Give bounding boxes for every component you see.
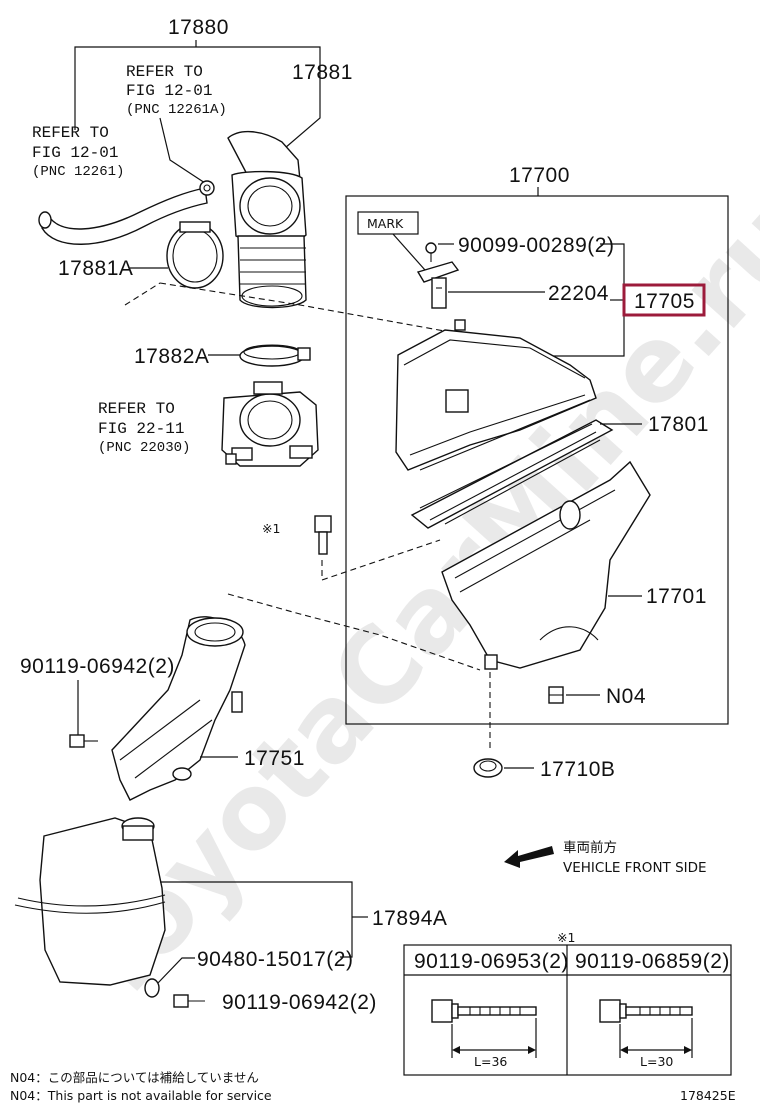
grommet-n04 — [548, 686, 564, 704]
mass-air-flow-sensor-22204 — [416, 261, 460, 309]
ref-fig-12-01-b-line2[interactable]: FIG 12-01 — [32, 144, 118, 162]
footnote-en: N04：This part is not available for servi… — [10, 1088, 272, 1103]
table-col2-header[interactable]: 90119-06859(2) — [575, 950, 730, 973]
resonator-17894a — [14, 817, 166, 986]
figure-number: 178425E — [680, 1088, 736, 1103]
clamp-17881a — [166, 221, 224, 289]
ref-fig-12-01-a-line1: REFER TO — [126, 63, 203, 81]
air-cleaner-cap-17705 — [395, 319, 597, 471]
throttle-body — [221, 381, 319, 467]
label-17705[interactable]: 17705 — [634, 290, 695, 313]
label-90119-06942-b[interactable]: 90119-06942(2) — [222, 991, 377, 1014]
bolt-table — [403, 944, 732, 1076]
label-table-note-ref: ※1 — [557, 930, 575, 945]
intake-duct-17751 — [111, 616, 246, 801]
mark-box — [357, 211, 419, 235]
grommet-17710b — [473, 758, 503, 778]
bolt-note1 — [314, 515, 332, 555]
label-17710b[interactable]: 17710B — [540, 758, 615, 781]
bolt-90119-06859-drawing — [599, 999, 693, 1058]
label-17894a[interactable]: 17894A — [372, 907, 447, 930]
air-cleaner-case-17701 — [441, 460, 651, 670]
label-17701[interactable]: 17701 — [646, 585, 707, 608]
assembly-box-17700 — [345, 195, 729, 725]
bolt-90119-06942-a — [69, 734, 98, 748]
footnote-jp: N04：この部品については補給していません — [10, 1070, 259, 1085]
label-17881[interactable]: 17881 — [292, 61, 353, 84]
filter-element-17801 — [410, 419, 614, 529]
table-col1-length: L=36 — [474, 1054, 507, 1069]
ref-fig-12-01-b-line1: REFER TO — [32, 124, 109, 142]
label-mark: MARK — [367, 216, 404, 231]
ref-fig-22-11-line2[interactable]: FIG 22-11 — [98, 420, 184, 438]
breather-hose — [38, 180, 215, 245]
clamp-17882a — [239, 344, 311, 367]
direction-jp: 車両前方 — [563, 839, 617, 856]
label-17882a[interactable]: 17882A — [134, 345, 209, 368]
label-17881a[interactable]: 17881A — [58, 257, 133, 280]
ref-fig-12-01-b-line3: (PNC 12261) — [32, 164, 124, 180]
table-col2-length: L=30 — [640, 1054, 673, 1069]
bolt-90119-06953-drawing — [431, 999, 537, 1058]
ref-fig-12-01-a-line3: (PNC 12261A) — [126, 102, 227, 118]
label-note-ref-bolt: ※1 — [262, 521, 280, 536]
label-22204[interactable]: 22204 — [548, 282, 609, 305]
label-17801[interactable]: 17801 — [648, 413, 709, 436]
label-17880[interactable]: 17880 — [168, 16, 229, 39]
screw-90099 — [425, 242, 437, 262]
label-n04[interactable]: N04 — [606, 685, 646, 708]
ref-fig-12-01-a-line2[interactable]: FIG 12-01 — [126, 82, 212, 100]
direction-en: VEHICLE FRONT SIDE — [563, 860, 707, 876]
ref-fig-22-11-line3: (PNC 22030) — [98, 440, 190, 456]
intake-hose-17881 — [227, 131, 307, 309]
table-col1-header[interactable]: 90119-06953(2) — [414, 950, 569, 973]
clip-90480 — [144, 978, 160, 998]
label-17700[interactable]: 17700 — [509, 164, 570, 187]
label-90480-15017[interactable]: 90480-15017(2) — [197, 948, 353, 971]
bolt-90119-06942-b — [173, 994, 205, 1008]
label-17751[interactable]: 17751 — [244, 747, 305, 770]
label-90119-06942-a[interactable]: 90119-06942(2) — [20, 655, 175, 678]
ref-fig-22-11-line1: REFER TO — [98, 400, 175, 418]
vehicle-front-arrow-icon — [504, 846, 554, 868]
highlight-17705 — [622, 283, 706, 317]
label-90099-00289[interactable]: 90099-00289(2) — [458, 234, 614, 257]
